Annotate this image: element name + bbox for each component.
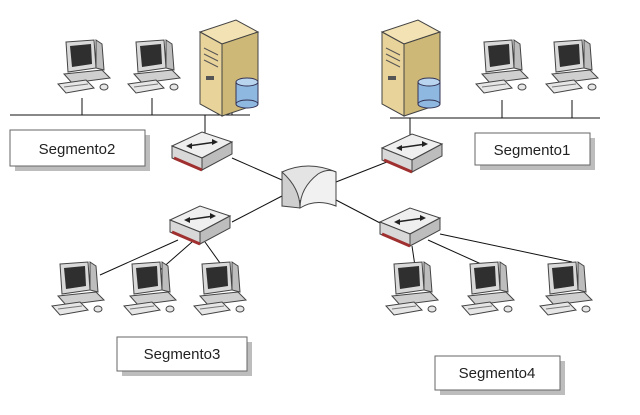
segment-label-1-text: Segmento1 — [494, 142, 571, 159]
router-icon — [281, 165, 337, 209]
workstation-seg3-2-icon — [123, 261, 177, 316]
server-right-icon — [381, 19, 441, 117]
switch-seg3-icon — [168, 204, 232, 246]
segment-label-4: Segmento4 — [434, 355, 565, 395]
segment-label-2: Segmento2 — [9, 129, 150, 171]
workstation-seg1-2-icon — [545, 39, 599, 94]
segment-label-1: Segmento1 — [474, 132, 595, 170]
switch-seg4-icon — [378, 206, 442, 248]
segment-label-4-text: Segmento4 — [459, 365, 536, 382]
workstation-seg2-2-icon — [127, 39, 181, 94]
workstation-seg2-1-icon — [57, 39, 111, 94]
workstation-seg3-3-icon — [193, 261, 247, 316]
connection-lines — [10, 98, 600, 276]
segment-label-3-text: Segmento3 — [144, 346, 221, 363]
workstation-seg1-1-icon — [475, 39, 529, 94]
switch-seg1-icon — [380, 132, 444, 174]
segment-label-2-text: Segmento2 — [39, 141, 116, 158]
workstation-seg4-1-icon — [385, 261, 439, 316]
server-left-icon — [199, 19, 259, 117]
workstation-seg4-3-icon — [539, 261, 593, 316]
workstation-seg4-2-icon — [461, 261, 515, 316]
switch-seg2-icon — [170, 130, 234, 172]
segment-label-3: Segmento3 — [116, 336, 252, 376]
workstation-seg3-1-icon — [51, 261, 105, 316]
